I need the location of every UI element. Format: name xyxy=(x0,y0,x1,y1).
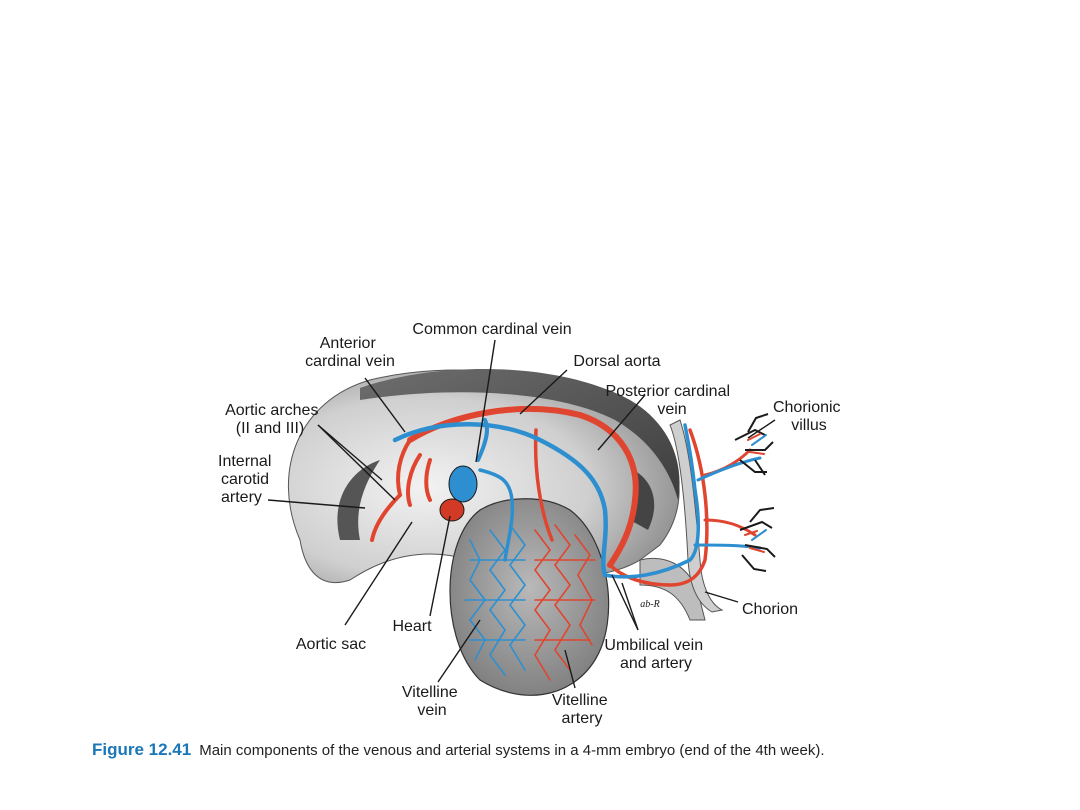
leader-lines xyxy=(267,339,776,689)
label-chorion: Chorion xyxy=(742,601,798,618)
chorionic-villi xyxy=(734,413,776,572)
label-common-cardinal-vein: Common cardinal vein xyxy=(412,321,571,338)
artist-signature: ab-R xyxy=(640,599,659,610)
yolk-sac xyxy=(449,498,610,696)
label-vitelline-vein: Vitelline vein xyxy=(402,684,462,719)
label-aortic-arches: Aortic arches (II and III) xyxy=(225,402,323,437)
label-dorsal-aorta: Dorsal aorta xyxy=(573,353,660,370)
label-umbilical-vein-artery: Umbilical vein and artery xyxy=(604,637,707,672)
label-vitelline-artery: Vitelline artery xyxy=(552,692,612,727)
label-anterior-cardinal-vein: Anterior cardinal vein xyxy=(305,335,395,370)
label-internal-carotid-artery: Internal carotid artery xyxy=(218,453,276,506)
label-aortic-sac: Aortic sac xyxy=(296,636,366,653)
label-chorionic-villus: Chorionic villus xyxy=(773,399,845,434)
venous-system xyxy=(392,418,762,579)
heart xyxy=(439,465,478,522)
figure-caption: Figure 12.41 Main components of the venou… xyxy=(92,740,825,760)
label-posterior-cardinal-vein: Posterior cardinal vein xyxy=(606,383,735,418)
caption-text: Main components of the venous and arteri… xyxy=(199,742,825,759)
diagram-labels: Anterior cardinal vein Common cardinal v… xyxy=(218,321,845,727)
label-heart: Heart xyxy=(392,618,432,635)
figure-number: Figure 12.41 xyxy=(92,740,192,759)
